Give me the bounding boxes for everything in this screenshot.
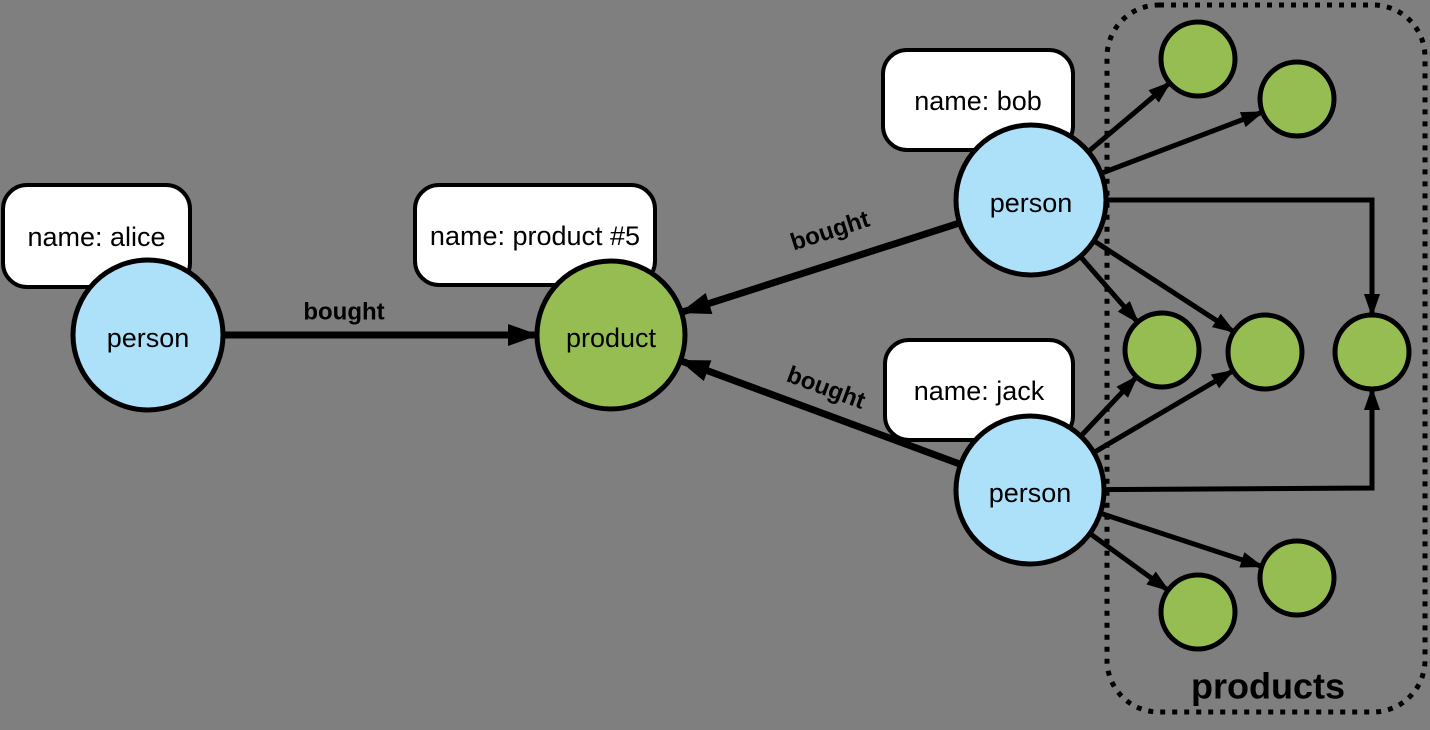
node-jack-circle bbox=[953, 413, 1107, 567]
node-p4-circle bbox=[1225, 312, 1305, 392]
node-product5-label: product bbox=[566, 323, 657, 353]
node-jack-label: person bbox=[989, 478, 1072, 508]
node-p2-circle bbox=[1257, 59, 1337, 139]
node-bob-circle bbox=[953, 122, 1109, 278]
node-p3-circle bbox=[1122, 310, 1202, 390]
node-product5-circle bbox=[534, 258, 688, 412]
node-p6-circle bbox=[1158, 572, 1238, 652]
node-alice-circle bbox=[70, 257, 226, 413]
edge-label-bob-product5: bought bbox=[787, 206, 873, 257]
node-bob-label: person bbox=[990, 188, 1073, 218]
property-box-product5 bbox=[413, 183, 657, 287]
edge-label-alice-product5: bought bbox=[303, 299, 384, 326]
property-box-text-jack: name: jack bbox=[914, 376, 1045, 406]
edge-jack-p5 bbox=[1029, 387, 1380, 493]
node-p5-circle bbox=[1332, 312, 1412, 392]
property-box-text-product5: name: product #5 bbox=[430, 221, 640, 251]
node-alice-label: person bbox=[107, 323, 190, 353]
node-p1-circle bbox=[1158, 19, 1238, 99]
edge-bob-p5 bbox=[1031, 197, 1380, 317]
products-group-label: products bbox=[1191, 666, 1345, 707]
property-box-text-bob: name: bob bbox=[914, 86, 1042, 116]
property-box-text-alice: name: alice bbox=[27, 222, 165, 252]
node-p7-circle bbox=[1257, 538, 1337, 618]
